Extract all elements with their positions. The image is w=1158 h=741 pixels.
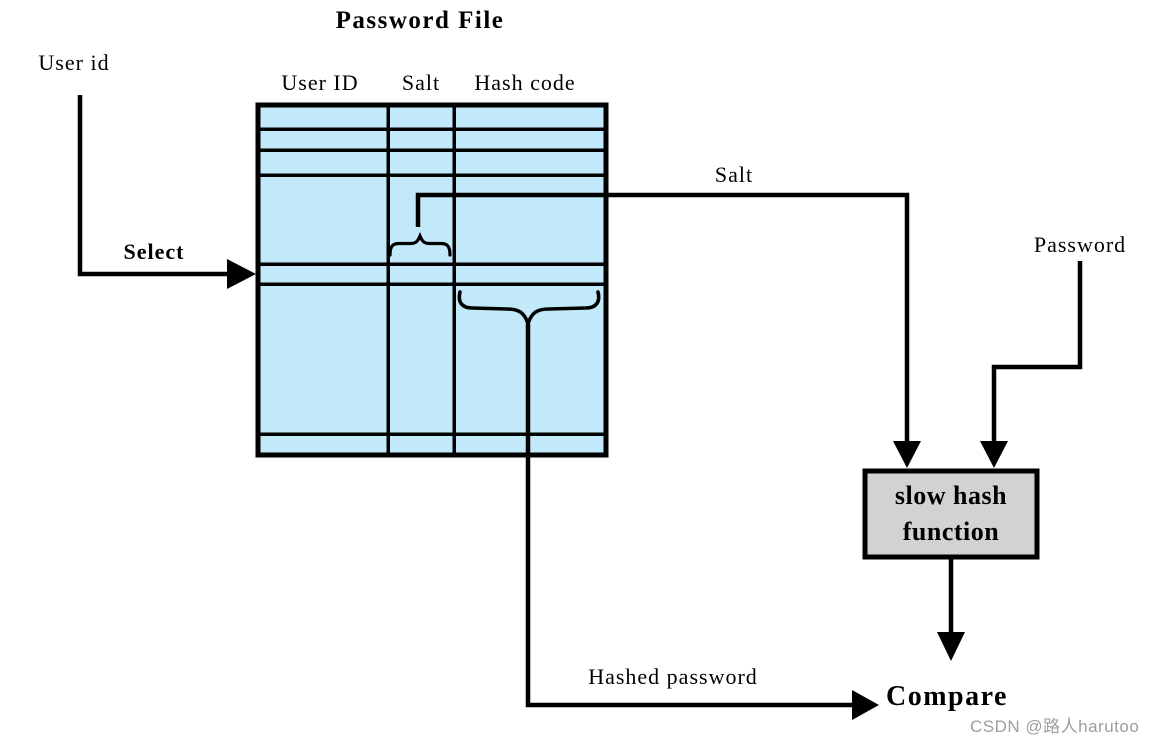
select-arrowhead (227, 259, 256, 289)
salt-out-label: Salt (714, 162, 754, 187)
user-id-input-label: User id (38, 50, 110, 75)
password-file-table (255, 102, 609, 458)
hashed-password-connector (525, 324, 879, 720)
slow-hash-function-label: slow hash function (865, 471, 1037, 557)
slow-hash-function-label-line2: function (902, 517, 1000, 546)
password-label: Password (1033, 232, 1127, 257)
hashed-password-label: Hashed password (588, 664, 758, 689)
salt-connector (415, 192, 921, 468)
password-arrowhead (980, 441, 1008, 468)
select-label: Select (123, 239, 185, 264)
compare-arrowhead (852, 690, 879, 720)
compare-label: Compare (886, 681, 1008, 712)
password-connector (980, 261, 1083, 468)
watermark: CSDN @路人harutoo (970, 717, 1140, 736)
hash-output-arrow (937, 559, 965, 661)
salt-arrowhead (893, 441, 921, 468)
col-header-salt: Salt (401, 70, 441, 95)
col-header-hash-code: Hash code (474, 70, 576, 95)
page-title: Password File (335, 7, 505, 34)
table-border (255, 102, 609, 458)
col-header-user-id: User ID (281, 70, 359, 95)
slow-hash-function-label-line1: slow hash (894, 480, 1008, 510)
hash-output-arrowhead (937, 632, 965, 661)
slow-hash-function-box (862, 468, 1040, 560)
salt-brace (388, 231, 452, 257)
select-arrow (77, 95, 256, 289)
